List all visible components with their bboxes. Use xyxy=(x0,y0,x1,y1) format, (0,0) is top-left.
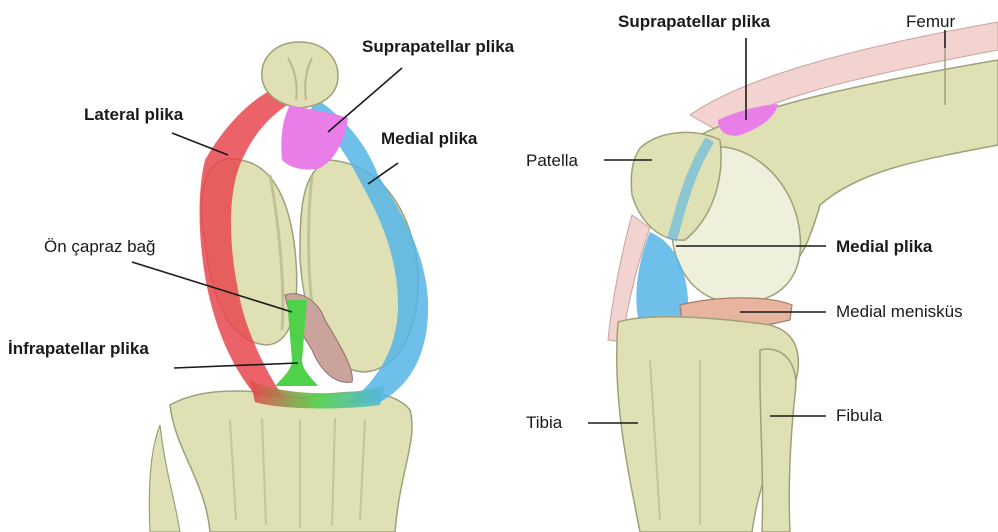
label-lateral-plika: Lateral plika xyxy=(84,106,183,123)
label-medial-plika-right: Medial plika xyxy=(836,238,932,255)
front-tibia-bone xyxy=(170,391,412,532)
label-fibula: Fibula xyxy=(836,407,882,424)
label-medial-plika-left: Medial plika xyxy=(381,130,477,147)
label-infrapatellar-plika: İnfrapatellar plika xyxy=(8,340,149,357)
front-suprapatellar-plika[interactable] xyxy=(281,105,348,170)
label-anterior-cruciate-ligament: Ön çapraz bağ xyxy=(44,238,156,255)
side-view xyxy=(588,22,998,532)
label-patella: Patella xyxy=(526,152,578,169)
label-suprapatellar-plika-right: Suprapatellar plika xyxy=(618,13,770,30)
label-femur: Femur xyxy=(906,13,955,30)
label-tibia: Tibia xyxy=(526,414,562,431)
front-patella xyxy=(262,42,338,108)
leader-suprapatellar-left xyxy=(328,68,402,132)
side-fibula xyxy=(760,349,796,532)
label-medial-meniscus: Medial menisküs xyxy=(836,303,963,320)
label-suprapatellar-plika-left: Suprapatellar plika xyxy=(362,38,514,55)
